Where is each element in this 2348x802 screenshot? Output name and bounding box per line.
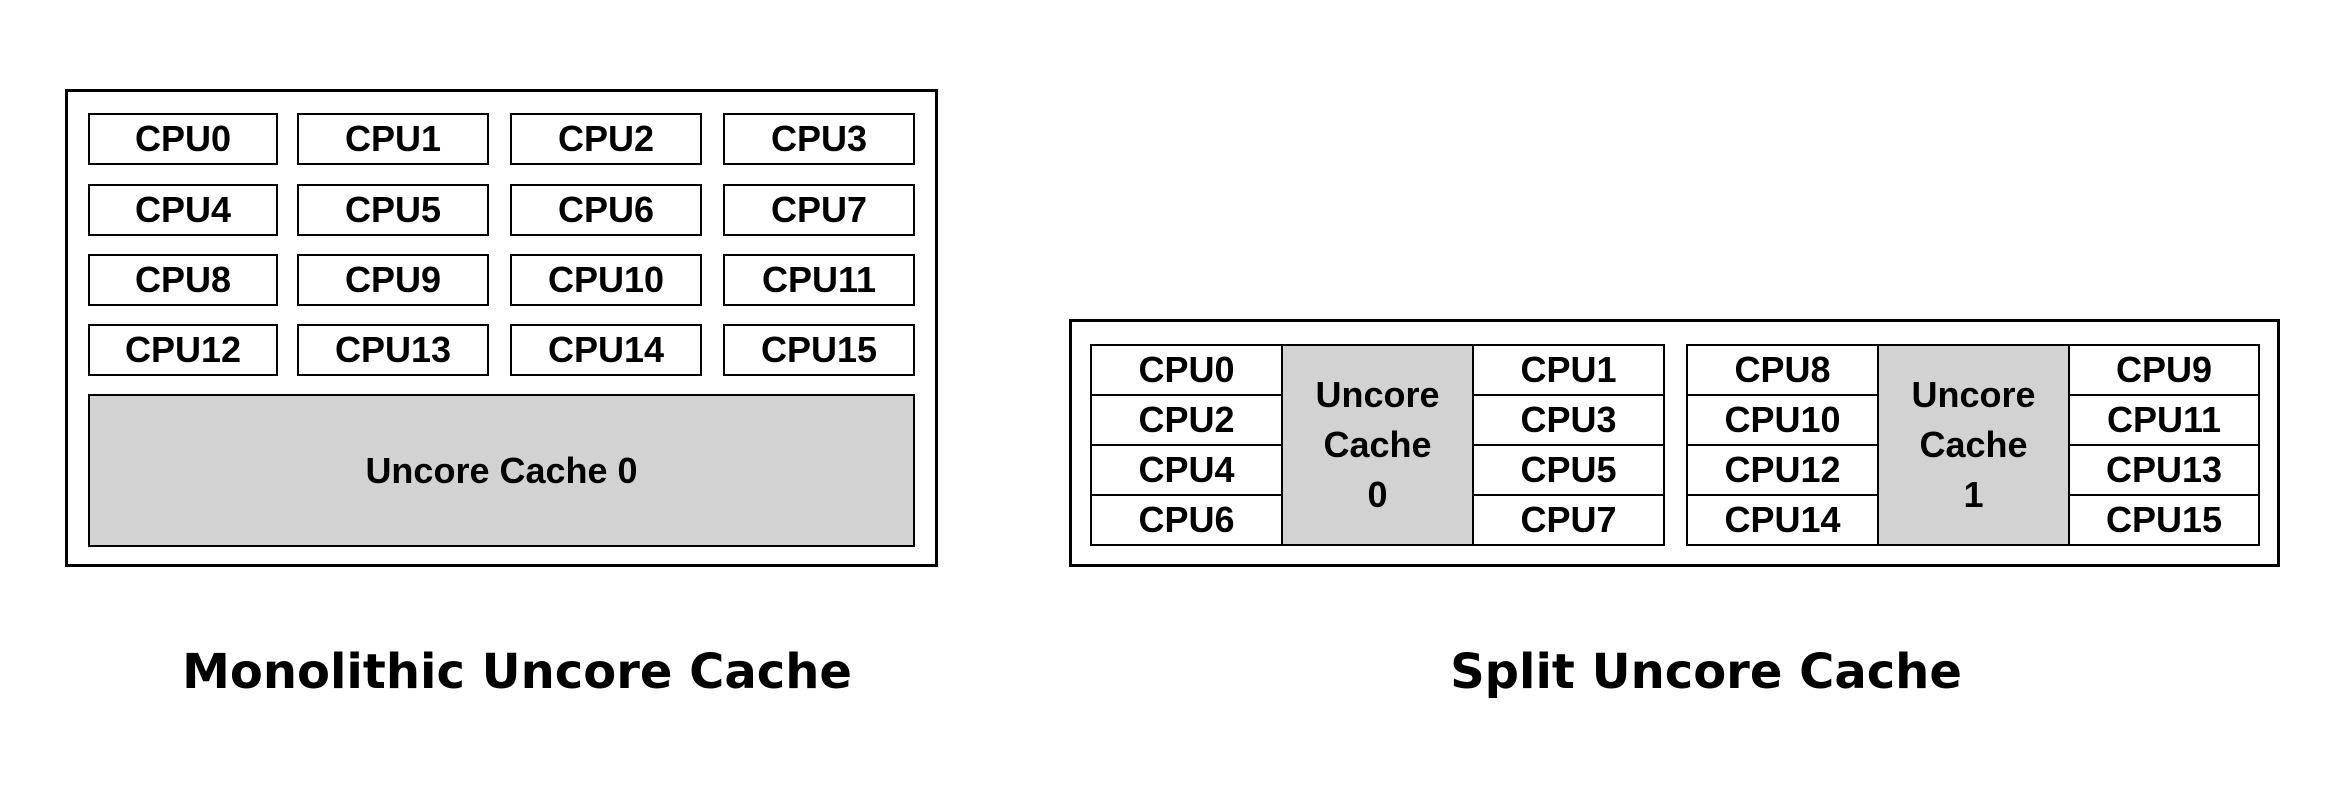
split-cpu-box: CPU9: [2068, 344, 2260, 396]
split-cpu-box: CPU7: [1472, 494, 1665, 546]
mono-cpu-box: CPU10: [510, 254, 702, 306]
split-uncore-cache-1-box: Uncore Cache 1: [1877, 344, 2070, 546]
split-cpu-box: CPU13: [2068, 444, 2260, 496]
split-cpu-box: CPU15: [2068, 494, 2260, 546]
mono-uncore-cache-box: Uncore Cache 0: [88, 394, 915, 547]
cache-label-line: 1: [1963, 474, 1984, 515]
split-cpu-box: CPU0: [1090, 344, 1283, 396]
split-cpu-box: CPU6: [1090, 494, 1283, 546]
split-cpu-box: CPU12: [1686, 444, 1879, 496]
split-caption: Split Uncore Cache: [1450, 644, 1962, 700]
mono-cpu-box: CPU13: [297, 324, 489, 376]
mono-cpu-box: CPU4: [88, 184, 278, 236]
mono-cpu-box: CPU14: [510, 324, 702, 376]
cache-label-line: Uncore: [1315, 374, 1440, 415]
mono-cpu-box: CPU1: [297, 113, 489, 165]
split-cpu-box: CPU8: [1686, 344, 1879, 396]
split-cpu-box: CPU1: [1472, 344, 1665, 396]
mono-cpu-box: CPU9: [297, 254, 489, 306]
split-cpu-box: CPU10: [1686, 394, 1879, 446]
mono-cpu-box: CPU0: [88, 113, 278, 165]
mono-cpu-box: CPU15: [723, 324, 915, 376]
split-cpu-box: CPU11: [2068, 394, 2260, 446]
split-cpu-box: CPU4: [1090, 444, 1283, 496]
mono-cpu-box: CPU11: [723, 254, 915, 306]
mono-cpu-box: CPU8: [88, 254, 278, 306]
cache-label-line: 0: [1367, 474, 1388, 515]
mono-cpu-box: CPU6: [510, 184, 702, 236]
split-uncore-cache-0-box: Uncore Cache 0: [1281, 344, 1474, 546]
mono-cpu-box: CPU2: [510, 113, 702, 165]
split-cpu-box: CPU14: [1686, 494, 1879, 546]
split-cpu-box: CPU2: [1090, 394, 1283, 446]
split-cpu-box: CPU5: [1472, 444, 1665, 496]
split-cpu-box: CPU3: [1472, 394, 1665, 446]
monolithic-caption: Monolithic Uncore Cache: [182, 644, 852, 700]
mono-cpu-box: CPU12: [88, 324, 278, 376]
mono-cpu-box: CPU3: [723, 113, 915, 165]
cache-label-line: Uncore: [1911, 374, 2036, 415]
mono-cpu-box: CPU7: [723, 184, 915, 236]
mono-cpu-box: CPU5: [297, 184, 489, 236]
cache-label-line: Cache: [1919, 424, 2028, 465]
cache-label-line: Cache: [1323, 424, 1432, 465]
